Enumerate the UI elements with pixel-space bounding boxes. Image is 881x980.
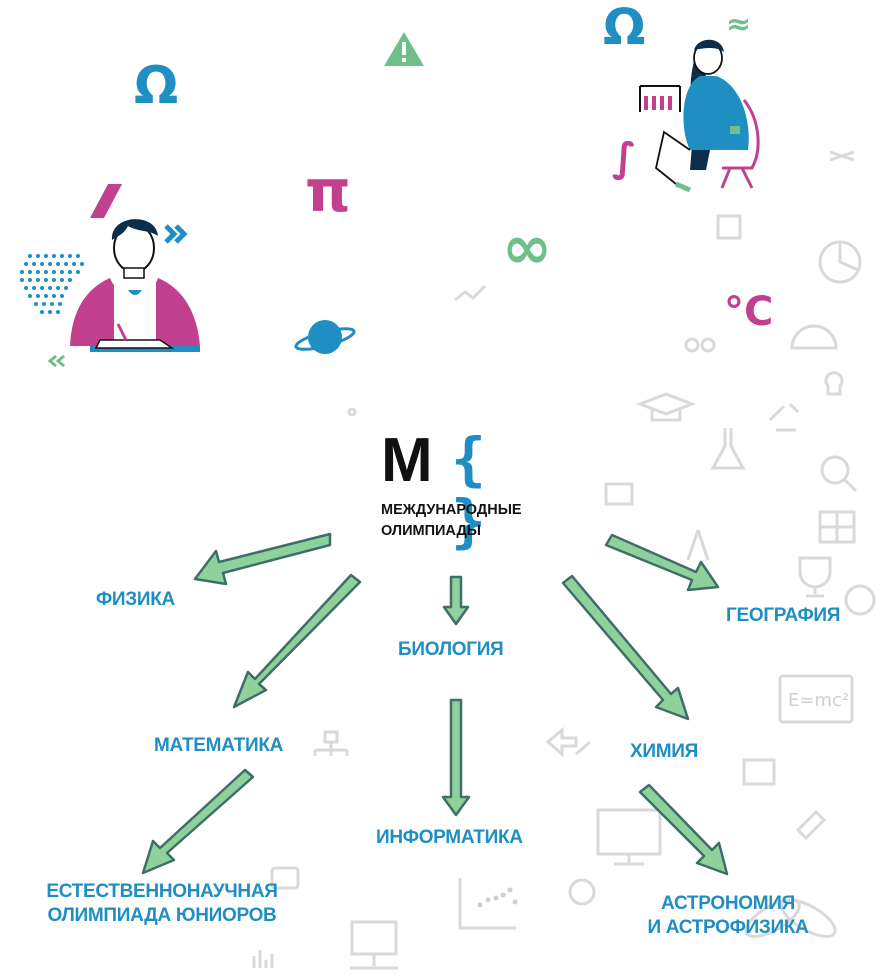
trophy-icon: [798, 556, 832, 598]
subject-physics: ФИЗИКА: [96, 589, 175, 610]
subject-biology: БИОЛОГИЯ: [398, 639, 504, 660]
video-icon: [270, 866, 300, 890]
approx-symbol: ≈: [726, 7, 752, 42]
arrow-to-physics: [193, 532, 332, 586]
clock-icon: [568, 878, 596, 906]
infinity-symbol: ∞: [502, 213, 552, 283]
logo-line2: ОЛИМПИАДЫ: [381, 523, 481, 539]
formula-board: [778, 674, 854, 724]
arrow-to-astronomy: [638, 783, 729, 876]
calc-icon: [716, 214, 742, 240]
formula-text: E=mc²: [788, 690, 849, 711]
bars-icon: [252, 950, 274, 968]
arrow-to-biology: [442, 575, 470, 626]
chevrons-left-icon: [47, 354, 65, 368]
microscope-icon: [768, 402, 800, 432]
subject-astronomy: АСТРОНОМИЯ И АСТРОФИЗИКА: [646, 892, 810, 940]
chevrons-icon: [164, 224, 188, 244]
arrows-icon: [545, 726, 591, 758]
logo-line1: МЕЖДУНАРОДНЫЕ: [381, 502, 522, 518]
pi-symbol: π: [305, 157, 351, 225]
trend-icon: [454, 284, 487, 302]
protractor-icon: [790, 324, 838, 350]
natsci-line2: ОЛИМПИАДА ЮНИОРОВ: [47, 905, 277, 926]
astro-line2: И АСТРОФИЗИКА: [647, 917, 809, 938]
boy-illustration: [20, 219, 200, 352]
arrow-to-natsci: [141, 768, 255, 875]
slash-shape: [90, 184, 122, 218]
flask-icon: [710, 428, 746, 470]
graduation-cap-icon: [635, 392, 697, 422]
arrow-to-informatics: [441, 698, 471, 817]
logo-mark: M: [381, 426, 433, 495]
girl-illustration: [639, 39, 760, 193]
subject-chemistry: ХИМИЯ: [630, 741, 698, 762]
subject-geography: ГЕОГРАФИЯ: [726, 605, 841, 626]
pie-chart-icon: [838, 242, 859, 272]
lightbulb-icon: [824, 371, 844, 396]
ball-icon: [844, 584, 876, 616]
glasses-icon: [684, 337, 700, 353]
scatter-axes: [458, 878, 516, 930]
tree-icon: [313, 730, 349, 756]
warning-icon: [384, 32, 424, 66]
astro-line1: АСТРОНОМИЯ: [661, 893, 795, 914]
integral-symbol: ∫: [612, 135, 637, 181]
subject-natsci-juniors: ЕСТЕСТВЕННОНАУЧНАЯ ОЛИМПИАДА ЮНИОРОВ: [34, 880, 290, 928]
celsius-symbol: °C: [724, 289, 774, 335]
subject-math: МАТЕМАТИКА: [154, 735, 284, 756]
natsci-line1: ЕСТЕСТВЕННОНАУЧНАЯ: [46, 881, 278, 902]
piano-icon: [742, 758, 776, 786]
magnifier-icon: [820, 455, 850, 485]
omega-symbol: Ω: [134, 56, 179, 116]
omega-symbol-2: Ω: [603, 0, 646, 56]
compass-icon: [686, 529, 710, 561]
pencil-icon: [795, 809, 827, 841]
scissors-icon: [829, 150, 855, 162]
atom-icon: [744, 898, 837, 938]
subject-informatics: ИНФОРМАТИКА: [376, 827, 523, 848]
arrow-to-geography: [604, 533, 720, 592]
wifi-icon: [347, 407, 357, 417]
arrow-to-math: [232, 573, 362, 709]
book-icon: [604, 482, 634, 506]
arrow-to-chemistry: [561, 574, 690, 721]
planet-icon: [294, 320, 356, 354]
